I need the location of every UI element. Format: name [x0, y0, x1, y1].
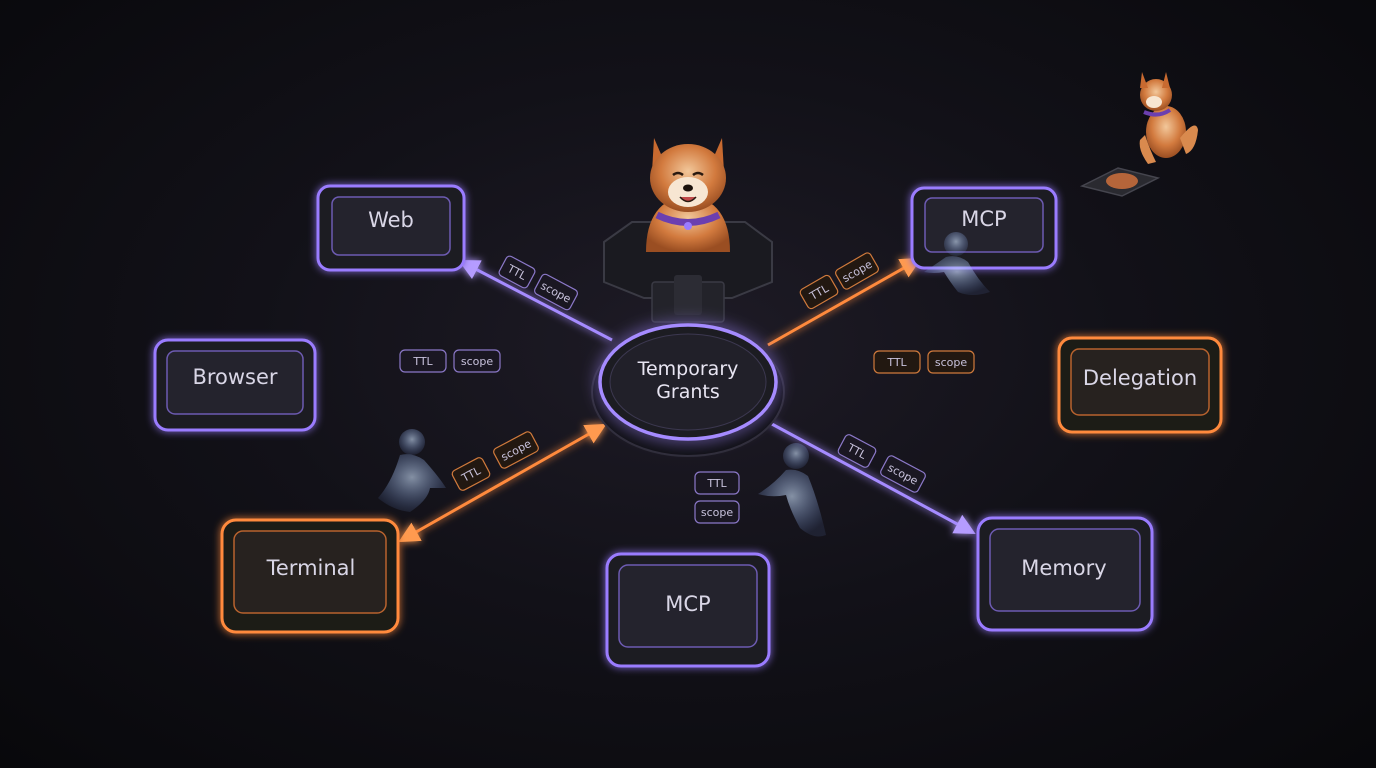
edge-terminal: [398, 423, 607, 543]
connectors: [317, 257, 1061, 555]
center-hub[interactable]: Temporary Grants: [591, 323, 785, 457]
svg-text:TTL: TTL: [412, 355, 433, 368]
center-label-line2: Grants: [656, 381, 720, 403]
dog-station: [603, 138, 773, 323]
svg-text:scope: scope: [701, 506, 733, 519]
node-mcp-top-label: MCP: [961, 207, 1006, 231]
edge-to-web: [458, 260, 613, 342]
svg-text:TTL: TTL: [886, 356, 907, 369]
svg-text:TTL: TTL: [706, 477, 727, 490]
tag-ttl-delegation: TTL: [873, 350, 921, 374]
ghost-figure-icon: [924, 232, 990, 295]
svg-text:scope: scope: [935, 356, 967, 369]
node-memory[interactable]: Memory: [976, 516, 1154, 632]
node-mcp-bottom-label: MCP: [665, 592, 710, 616]
tag-scope-memory: scope: [880, 455, 926, 493]
tag-scope-browser: scope: [453, 349, 501, 373]
shiba-dog-icon: [646, 138, 730, 252]
sitting-dog-icon: [1079, 72, 1198, 197]
node-delegation-label: Delegation: [1083, 366, 1197, 390]
tag-ttl-browser: TTL: [399, 349, 447, 373]
edge-to-memory: [769, 421, 976, 534]
ghost-figure-icon: [758, 443, 826, 537]
tag-ttl-terminal: TTL: [451, 457, 491, 491]
tag-scope-web: scope: [533, 273, 579, 311]
center-label-line1: Temporary: [637, 358, 739, 380]
node-web-label: Web: [368, 208, 414, 232]
tag-ttl-memory: TTL: [837, 434, 877, 468]
tag-ttl-mcp-bottom: TTL: [694, 471, 740, 495]
node-terminal[interactable]: Terminal: [220, 518, 400, 634]
node-mcp-top[interactable]: MCP: [910, 186, 1058, 270]
node-browser[interactable]: Browser: [153, 338, 317, 432]
node-delegation[interactable]: Delegation: [1057, 336, 1223, 434]
node-web[interactable]: Web: [316, 184, 466, 272]
node-mcp-bottom[interactable]: MCP: [605, 552, 771, 668]
tag-ttl-mcp-top: TTL: [799, 274, 839, 310]
tag-scope-delegation: scope: [927, 350, 975, 374]
svg-text:scope: scope: [461, 355, 493, 368]
node-browser-label: Browser: [192, 365, 277, 389]
ghost-figure-icon: [378, 429, 446, 512]
node-memory-label: Memory: [1021, 556, 1106, 580]
tag-scope-mcp-bottom: scope: [694, 500, 740, 524]
node-terminal-label: Terminal: [266, 556, 356, 580]
edge-to-mcp-top: [767, 257, 922, 347]
tag-ttl-web: TTL: [498, 255, 536, 289]
tag-scope-terminal: scope: [493, 431, 539, 469]
